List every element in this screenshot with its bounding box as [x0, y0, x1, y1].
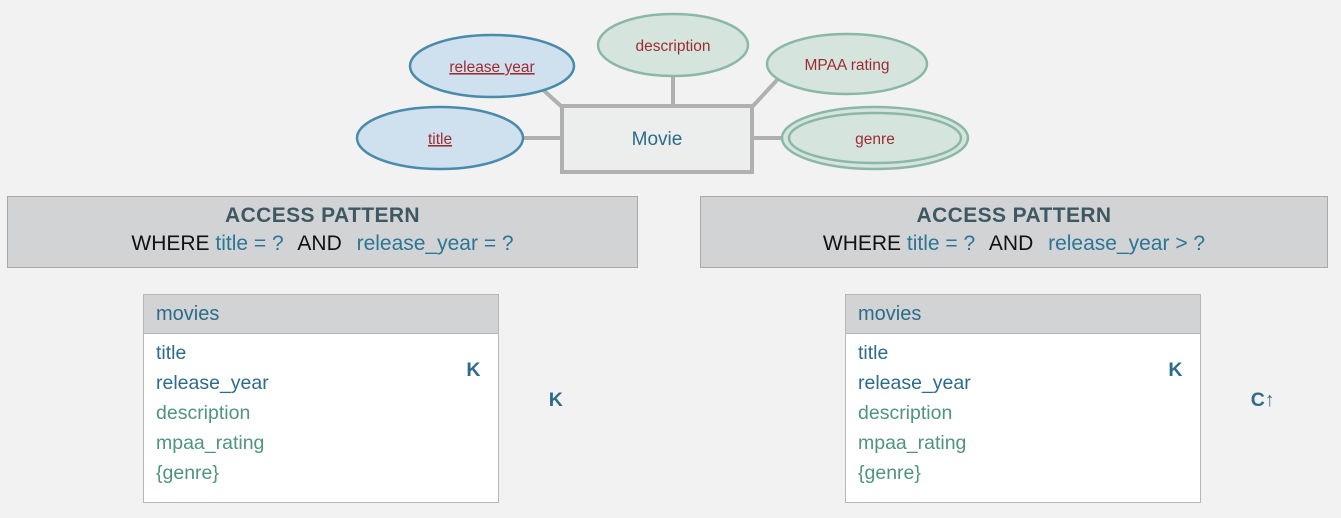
attribute-genre-inner-ellipse: [787, 111, 963, 165]
table-row: release_year C↑: [846, 372, 1275, 411]
access-pattern-query-left: WHERE title = ? AND release_year = ?: [8, 229, 637, 259]
connector-mpaa-rating-to-movie: [750, 77, 780, 109]
attribute-release-year-ellipse: [408, 33, 576, 99]
attribute-genre: genre: [780, 105, 970, 171]
attribute-mpaa-rating-label: MPAA rating: [804, 57, 889, 74]
table-header-right: movies: [846, 295, 1200, 334]
query-operator-release-year-left: = ?: [483, 232, 514, 256]
table-name-right: movies: [858, 302, 922, 325]
column-name: description: [156, 402, 251, 424]
access-pattern-query-right: WHERE title = ? AND release_year > ?: [701, 229, 1327, 259]
attribute-mpaa-rating-ellipse: [765, 32, 929, 96]
table-row: mpaa_rating: [846, 432, 1200, 462]
column-name: release_year: [858, 372, 971, 394]
table-card-left: movies title K release_year K descriptio…: [143, 294, 563, 503]
entity-movie-box: [560, 104, 754, 174]
column-marker: C↑: [1250, 389, 1275, 411]
query-keyword-and-right: AND: [988, 232, 1034, 256]
attribute-title-label: title: [428, 131, 452, 148]
table-row: {genre}: [846, 462, 1200, 492]
column-name: {genre}: [858, 462, 921, 484]
table-row: release_year K: [144, 372, 563, 411]
attribute-title: title: [355, 105, 525, 171]
er-diagram: Movie release year title description MPA…: [340, 4, 1000, 189]
column-name: {genre}: [156, 462, 219, 484]
table-row: description: [846, 402, 1200, 432]
attribute-genre-label: genre: [855, 131, 895, 148]
entity-movie: Movie: [560, 104, 754, 174]
access-pattern-title-left: ACCESS PATTERN: [225, 204, 420, 227]
query-column-title-left: title: [215, 232, 249, 256]
query-keyword-and-left: AND: [297, 232, 342, 256]
column-name: title: [858, 342, 889, 364]
query-column-title-right: title: [906, 232, 940, 256]
table-card-right: movies title K release_year C↑ descripti…: [845, 294, 1275, 503]
attribute-release-year: release year: [408, 33, 576, 99]
attribute-release-year-label: release year: [449, 59, 534, 76]
query-keyword-where-left: WHERE: [131, 232, 210, 256]
table-body-right: title K release_year C↑ description mpaa…: [846, 334, 1275, 492]
access-pattern-panel-left: ACCESS PATTERN WHERE title = ? AND relea…: [7, 196, 638, 268]
access-pattern-panel-right: ACCESS PATTERN WHERE title = ? AND relea…: [700, 196, 1328, 268]
query-column-release-year-left: release_year: [356, 232, 478, 256]
column-name: release_year: [156, 372, 269, 394]
table-row: description: [144, 402, 498, 432]
attribute-title-ellipse: [355, 105, 525, 171]
column-marker: K: [466, 359, 481, 381]
entity-movie-label: Movie: [632, 129, 683, 150]
table-body-left: title K release_year K description mpaa_…: [144, 334, 563, 492]
table-row: title K: [144, 342, 498, 381]
column-name: description: [858, 402, 953, 424]
query-operator-title-left: = ?: [253, 232, 284, 256]
column-marker: K: [548, 389, 563, 411]
table-name-left: movies: [156, 302, 220, 325]
table-row: title K: [846, 342, 1200, 381]
table-row: mpaa_rating: [144, 432, 498, 462]
query-column-release-year-right: release_year: [1048, 232, 1170, 256]
attribute-description-label: description: [636, 38, 711, 55]
table-row: {genre}: [144, 462, 498, 492]
query-operator-release-year-right: > ?: [1175, 232, 1206, 256]
attribute-description-ellipse: [596, 12, 750, 78]
access-pattern-title-right: ACCESS PATTERN: [916, 204, 1112, 227]
column-name: mpaa_rating: [156, 432, 265, 454]
query-operator-title-right: = ?: [945, 232, 976, 256]
table-header-left: movies: [144, 295, 498, 334]
query-keyword-where-right: WHERE: [822, 232, 902, 256]
attribute-mpaa-rating: MPAA rating: [765, 32, 929, 96]
attribute-description: description: [596, 12, 750, 78]
column-name: title: [156, 342, 187, 364]
column-marker: K: [1168, 359, 1183, 381]
column-name: mpaa_rating: [858, 432, 967, 454]
